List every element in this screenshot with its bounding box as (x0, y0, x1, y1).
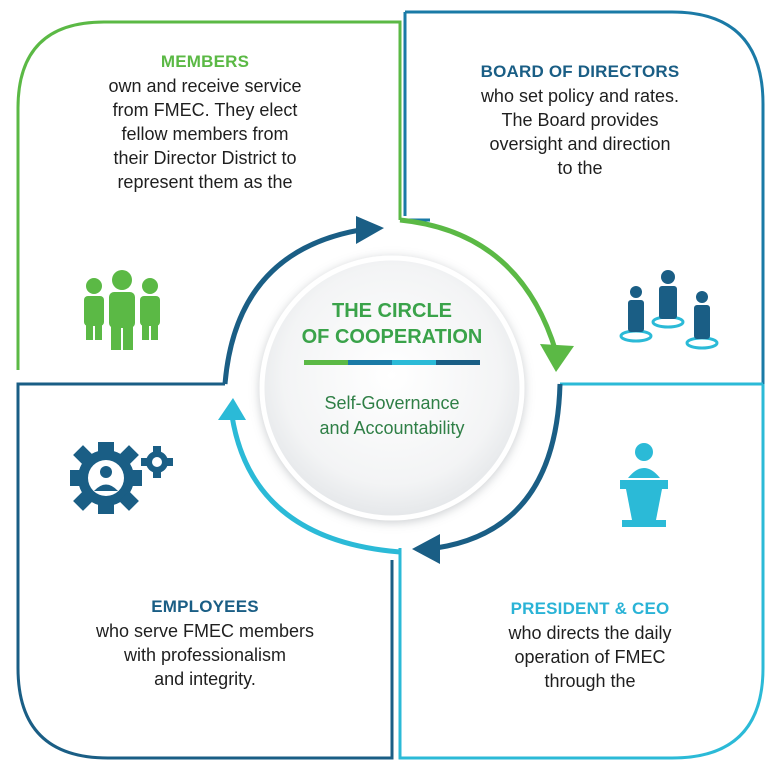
members-line: fellow members from (121, 124, 289, 144)
president-line: who directs the daily (508, 623, 672, 643)
center-subtitle-line: Self-Governance (324, 393, 460, 413)
color-rule (304, 360, 480, 365)
rule-segment (392, 360, 436, 365)
employees-description: who serve FMEC members with professional… (60, 619, 350, 691)
president-line: operation of FMEC (514, 647, 666, 667)
employees-line: who serve FMEC members (95, 621, 315, 641)
members-quadrant-border (16, 20, 402, 370)
rule-segment (348, 360, 392, 365)
board-meeting-icon (619, 270, 719, 350)
center-title-line: OF COOPERATION (301, 326, 483, 348)
members-description: own and receive service from FMEC. They … (60, 74, 350, 194)
center-subtitle: Self-Governance and Accountability (300, 391, 484, 441)
employees-heading: EMPLOYEES (151, 597, 259, 616)
employees-line: with professionalism (123, 645, 287, 665)
members-heading: MEMBERS (160, 52, 250, 71)
center-label: THE CIRCLE OF COOPERATION Self-Governanc… (300, 298, 484, 441)
president-quadrant-border (398, 382, 765, 760)
arrow-head-blue (356, 216, 384, 244)
arrow-head-light (218, 398, 246, 420)
president-description: who directs the daily operation of FMEC … (440, 621, 740, 693)
arrow-head-dark (412, 534, 440, 564)
employees-quadrant-border (16, 382, 394, 760)
center-subtitle-line: and Accountability (319, 418, 465, 438)
board-description: who set policy and rates. The Board prov… (430, 84, 730, 180)
board-heading: BOARD OF DIRECTORS (480, 62, 680, 81)
board-line: The Board provides (501, 110, 659, 130)
people-group-icon (84, 270, 160, 350)
members-text-block: MEMBERS own and receive service from FME… (60, 50, 350, 194)
president-line: through the (544, 671, 636, 691)
rule-segment (436, 360, 480, 365)
arrow-head-green (540, 344, 574, 372)
center-disc (259, 255, 525, 521)
employees-line: and integrity. (154, 669, 256, 689)
president-heading: PRESIDENT & CEO (510, 599, 670, 618)
members-line: from FMEC. They elect (112, 100, 298, 120)
members-line: their Director District to (113, 148, 297, 168)
podium-speaker-icon (620, 443, 668, 527)
president-text-block: PRESIDENT & CEO who directs the daily op… (440, 597, 740, 693)
members-line: represent them as the (117, 172, 293, 192)
employees-text-block: EMPLOYEES who serve FMEC members with pr… (60, 595, 350, 691)
board-text-block: BOARD OF DIRECTORS who set policy and ra… (430, 60, 730, 180)
board-line: oversight and direction (489, 134, 671, 154)
arrow-employees-to-members (222, 227, 361, 385)
center-title-line: THE CIRCLE (332, 300, 452, 322)
members-line: own and receive service (108, 76, 302, 96)
gears-person-icon (70, 442, 173, 514)
arrow-board-to-president (435, 383, 563, 551)
rule-segment (304, 360, 348, 365)
board-line: to the (557, 158, 603, 178)
arrow-president-to-employees (229, 415, 401, 555)
center-title: THE CIRCLE OF COOPERATION (300, 298, 484, 350)
board-line: who set policy and rates. (480, 86, 680, 106)
arrow-members-to-board (399, 217, 559, 353)
